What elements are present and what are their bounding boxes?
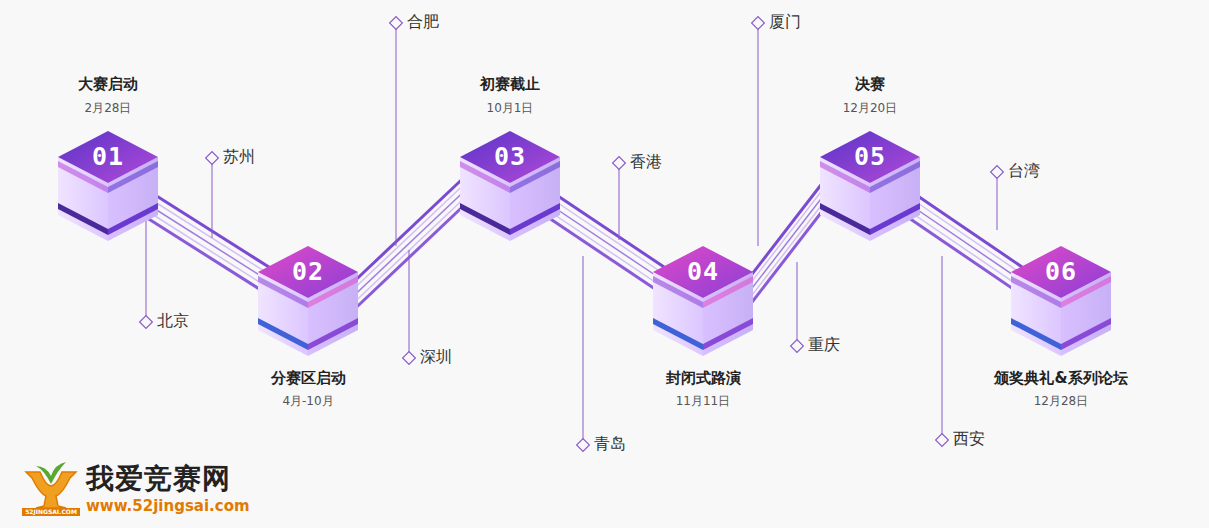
milestone-title: 大赛启动: [0, 73, 218, 95]
city-label: 台湾: [1008, 161, 1040, 181]
step-number: 06: [1011, 256, 1111, 288]
milestone-cube: 03 初赛截止 10月1日: [400, 73, 620, 243]
city-label: 重庆: [808, 335, 840, 355]
connector-line: [144, 216, 272, 297]
leader-line: [797, 262, 798, 340]
connector-line: [739, 168, 834, 291]
connector-line: [739, 189, 834, 312]
milestone-title: 颁奖典礼&系列论坛: [951, 367, 1171, 389]
milestone-cube: 06 颁奖典礼&系列论坛 12月28日: [951, 246, 1171, 416]
connector-line: [739, 175, 834, 298]
connector-band: [546, 188, 667, 297]
logo-badge: 52JINGSAI.COM: [22, 508, 80, 516]
city-label: 苏州: [223, 147, 255, 167]
city-label: 北京: [157, 311, 189, 331]
leader-line: [758, 29, 759, 246]
diamond-marker: [991, 166, 1004, 179]
leader-line: [396, 29, 397, 246]
connector-line: [906, 216, 1025, 297]
connector-line: [546, 209, 667, 290]
leader-line: [583, 256, 584, 439]
milestone-cube: 05 决赛 12月20日: [760, 73, 980, 243]
leader-line: [619, 169, 620, 240]
logo-name: 我爱竞赛网: [86, 462, 231, 496]
connector-line: [739, 182, 834, 305]
city-label: 深圳: [420, 347, 452, 367]
city-label: 香港: [630, 152, 662, 172]
diamond-marker: [936, 434, 949, 447]
milestone-date: 12月28日: [951, 393, 1171, 409]
step-number: 05: [820, 141, 920, 173]
connector-band: [739, 168, 834, 319]
diamond-marker: [206, 152, 219, 165]
diamond-marker: [390, 17, 403, 30]
city-label: 西安: [953, 429, 985, 449]
leader-line: [942, 256, 943, 434]
milestone-date: 11月11日: [593, 393, 813, 409]
step-number: 03: [460, 141, 560, 173]
leader-line: [212, 164, 213, 238]
step-number: 02: [258, 256, 358, 288]
milestone-date: 2月28日: [0, 100, 218, 116]
milestone-date: 10月1日: [400, 100, 620, 116]
milestone-cube: 02 分赛区启动 4月-10月: [198, 246, 418, 416]
city-label: 厦门: [769, 12, 801, 32]
city-label: 合肥: [407, 12, 439, 32]
connector-line: [546, 216, 667, 297]
milestone-title: 决赛: [760, 73, 980, 95]
milestone-cube: 01 大赛启动 2月28日: [0, 73, 218, 243]
step-number: 01: [58, 141, 158, 173]
milestone-date: 4月-10月: [198, 393, 418, 409]
city-label: 青岛: [594, 434, 626, 454]
milestone-date: 12月20日: [760, 100, 980, 116]
connector-band: [906, 188, 1025, 297]
leader-line: [997, 178, 998, 230]
step-number: 04: [653, 256, 753, 288]
connector-line: [906, 209, 1025, 290]
diamond-marker: [577, 439, 590, 452]
logo-icon: [26, 462, 76, 508]
connector-line: [906, 202, 1025, 283]
connector-line: [739, 196, 834, 319]
connector-band: [144, 188, 272, 297]
diamond-marker: [403, 352, 416, 365]
diamond-marker: [613, 157, 626, 170]
diamond-marker: [140, 316, 153, 329]
diamond-marker: [752, 17, 765, 30]
connector-line: [144, 195, 272, 276]
milestone-title: 初赛截止: [400, 73, 620, 95]
connector-line: [144, 209, 272, 290]
logo-url: www.52jingsai.com: [86, 497, 250, 515]
milestone-title: 分赛区启动: [198, 367, 418, 389]
diamond-marker: [791, 340, 804, 353]
leader-line: [146, 214, 147, 316]
milestone-title: 封闭式路演: [593, 367, 813, 389]
connector-line: [546, 195, 667, 276]
leader-line: [409, 250, 410, 352]
connector-line: [144, 202, 272, 283]
connector-line: [546, 202, 667, 283]
milestone-cube: 04 封闭式路演 11月11日: [593, 246, 813, 416]
connector-line: [906, 195, 1025, 276]
